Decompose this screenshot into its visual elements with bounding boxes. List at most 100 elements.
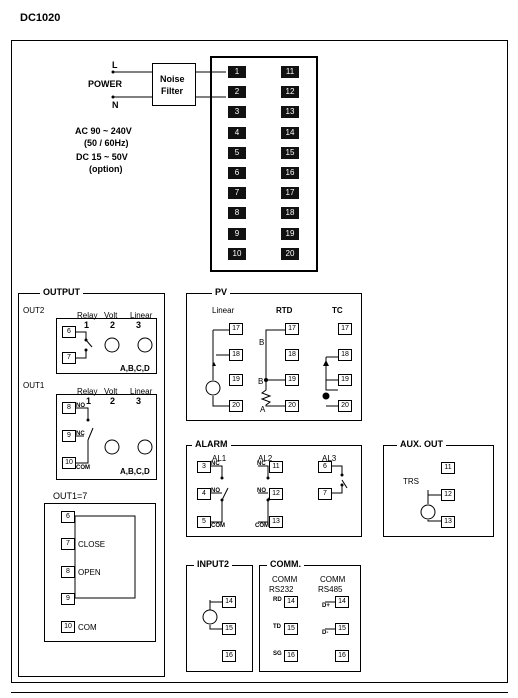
out2-volt-label: Volt (104, 311, 118, 320)
out2-label: OUT2 (23, 306, 45, 315)
rs232-rd-label: RD (273, 597, 282, 603)
terminal-18: 18 (281, 207, 299, 220)
pv-rtd-t18: 18 (285, 349, 299, 361)
pv-rtd-b-label: B (259, 338, 265, 347)
out1-n1: 1 (86, 396, 92, 406)
bottom-rule (11, 692, 508, 693)
power-spec-option: (option) (89, 164, 123, 174)
al3-label: AL3 (322, 454, 337, 463)
power-spec-freq: (50 / 60Hz) (84, 138, 129, 148)
pv-rtd-label: RTD (276, 306, 293, 315)
noise-filter-line2: Filter (161, 86, 184, 96)
out2-abcd: A,B,C,D (120, 364, 150, 373)
out1-terminal-9: 9 (62, 430, 76, 442)
out1-volt-label: Volt (104, 387, 118, 396)
comm-rs485-line1: COMM (320, 575, 346, 584)
out1-eq7-panel (44, 503, 156, 642)
rs485-t15: 15 (335, 623, 349, 635)
terminal-20: 20 (281, 247, 299, 260)
out2-linear-label: Linear (130, 311, 153, 320)
pv-section (186, 293, 362, 421)
comm-section (259, 565, 361, 672)
pv-legend: PV (212, 287, 231, 297)
al1-nc-label: NC (211, 461, 220, 467)
al2-com-label: COM (255, 523, 269, 529)
terminal-14: 14 (281, 126, 299, 139)
pv-linear-label: Linear (212, 306, 235, 315)
model-title: DC1020 (20, 12, 61, 24)
al3-t6: 6 (318, 461, 332, 473)
out1-n2: 2 (110, 396, 116, 406)
com-label: COM (78, 623, 97, 632)
terminal-1: 1 (228, 66, 246, 78)
out1eq7-terminal-8: 8 (61, 566, 75, 578)
terminal-11: 11 (281, 66, 299, 78)
diagram-frame (11, 40, 508, 683)
pv-tc-t19: 19 (338, 374, 352, 386)
out1-nc-label: NC (76, 431, 85, 437)
alarm-legend: ALARM (192, 439, 231, 449)
al2-nc-label: NC (257, 461, 266, 467)
pv-linear-t19: 19 (229, 374, 243, 386)
out1-eq7-label: OUT1=7 (53, 491, 88, 501)
al2-t11: 11 (269, 461, 283, 473)
input2-t16: 16 (222, 650, 236, 662)
power-spec-ac: AC 90 ~ 240V (75, 126, 132, 136)
terminal-16: 16 (281, 167, 299, 179)
out1eq7-terminal-7: 7 (61, 538, 75, 550)
al2-t13: 13 (269, 516, 283, 528)
terminal-9: 9 (228, 227, 246, 240)
terminal-19: 19 (281, 227, 299, 240)
input2-legend: INPUT2 (194, 559, 233, 569)
comm-rs485-line2: RS485 (318, 585, 343, 594)
al2-t12: 12 (269, 488, 283, 500)
aux-out-section (383, 445, 494, 537)
input2-section (186, 565, 253, 672)
power-label: POWER (88, 79, 123, 89)
out2-terminal-6: 6 (62, 326, 76, 338)
terminal-7: 7 (228, 187, 246, 200)
out1-terminal-10: 10 (62, 457, 76, 469)
al2-no-label: NO (257, 488, 266, 494)
out1eq7-terminal-6: 6 (61, 511, 75, 523)
out1eq7-terminal-9: 9 (61, 593, 75, 605)
rs485-t14: 14 (335, 596, 349, 608)
terminal-13: 13 (281, 106, 299, 119)
aux-trs-label: TRS (403, 477, 419, 486)
aux-out-legend: AUX. OUT (397, 439, 447, 449)
pv-rtd-t17: 17 (285, 323, 299, 335)
rs485-dplus-label: D+ (322, 603, 330, 609)
out1-panel (56, 394, 157, 480)
rs232-td-label: TD (273, 624, 281, 630)
pv-linear-t18: 18 (229, 349, 243, 361)
pv-rtd-a-label: A (260, 405, 266, 414)
comm-rs232-line2: RS232 (269, 585, 294, 594)
pv-rtd-b2-label: B (258, 377, 264, 386)
power-n-label: N (112, 100, 119, 110)
comm-rs232-line1: COMM (272, 575, 298, 584)
terminal-block (210, 56, 318, 272)
out2-n1: 1 (84, 320, 90, 330)
terminal-8: 8 (228, 207, 246, 220)
rs232-t15: 15 (284, 623, 298, 635)
terminal-10: 10 (228, 247, 246, 260)
out2-n3: 3 (136, 320, 142, 330)
terminal-5: 5 (228, 146, 246, 159)
out2-relay-label: Relay (77, 311, 98, 320)
input2-t14: 14 (222, 596, 236, 608)
out2-terminal-7: 7 (62, 352, 76, 364)
rs232-t14: 14 (284, 596, 298, 608)
al1-t4: 4 (197, 488, 211, 500)
comm-legend: COMM. (267, 559, 304, 569)
output-legend: OUTPUT (40, 287, 83, 297)
al1-t5: 5 (197, 516, 211, 528)
pv-rtd-t20: 20 (285, 400, 299, 412)
pv-tc-t20: 20 (338, 400, 352, 412)
noise-filter-box (152, 63, 196, 106)
terminal-3: 3 (228, 106, 246, 119)
out1-com-label: COM (76, 465, 90, 471)
pv-linear-t20: 20 (229, 400, 243, 412)
al1-no-label: NO (211, 488, 220, 494)
out2-panel (56, 318, 157, 374)
